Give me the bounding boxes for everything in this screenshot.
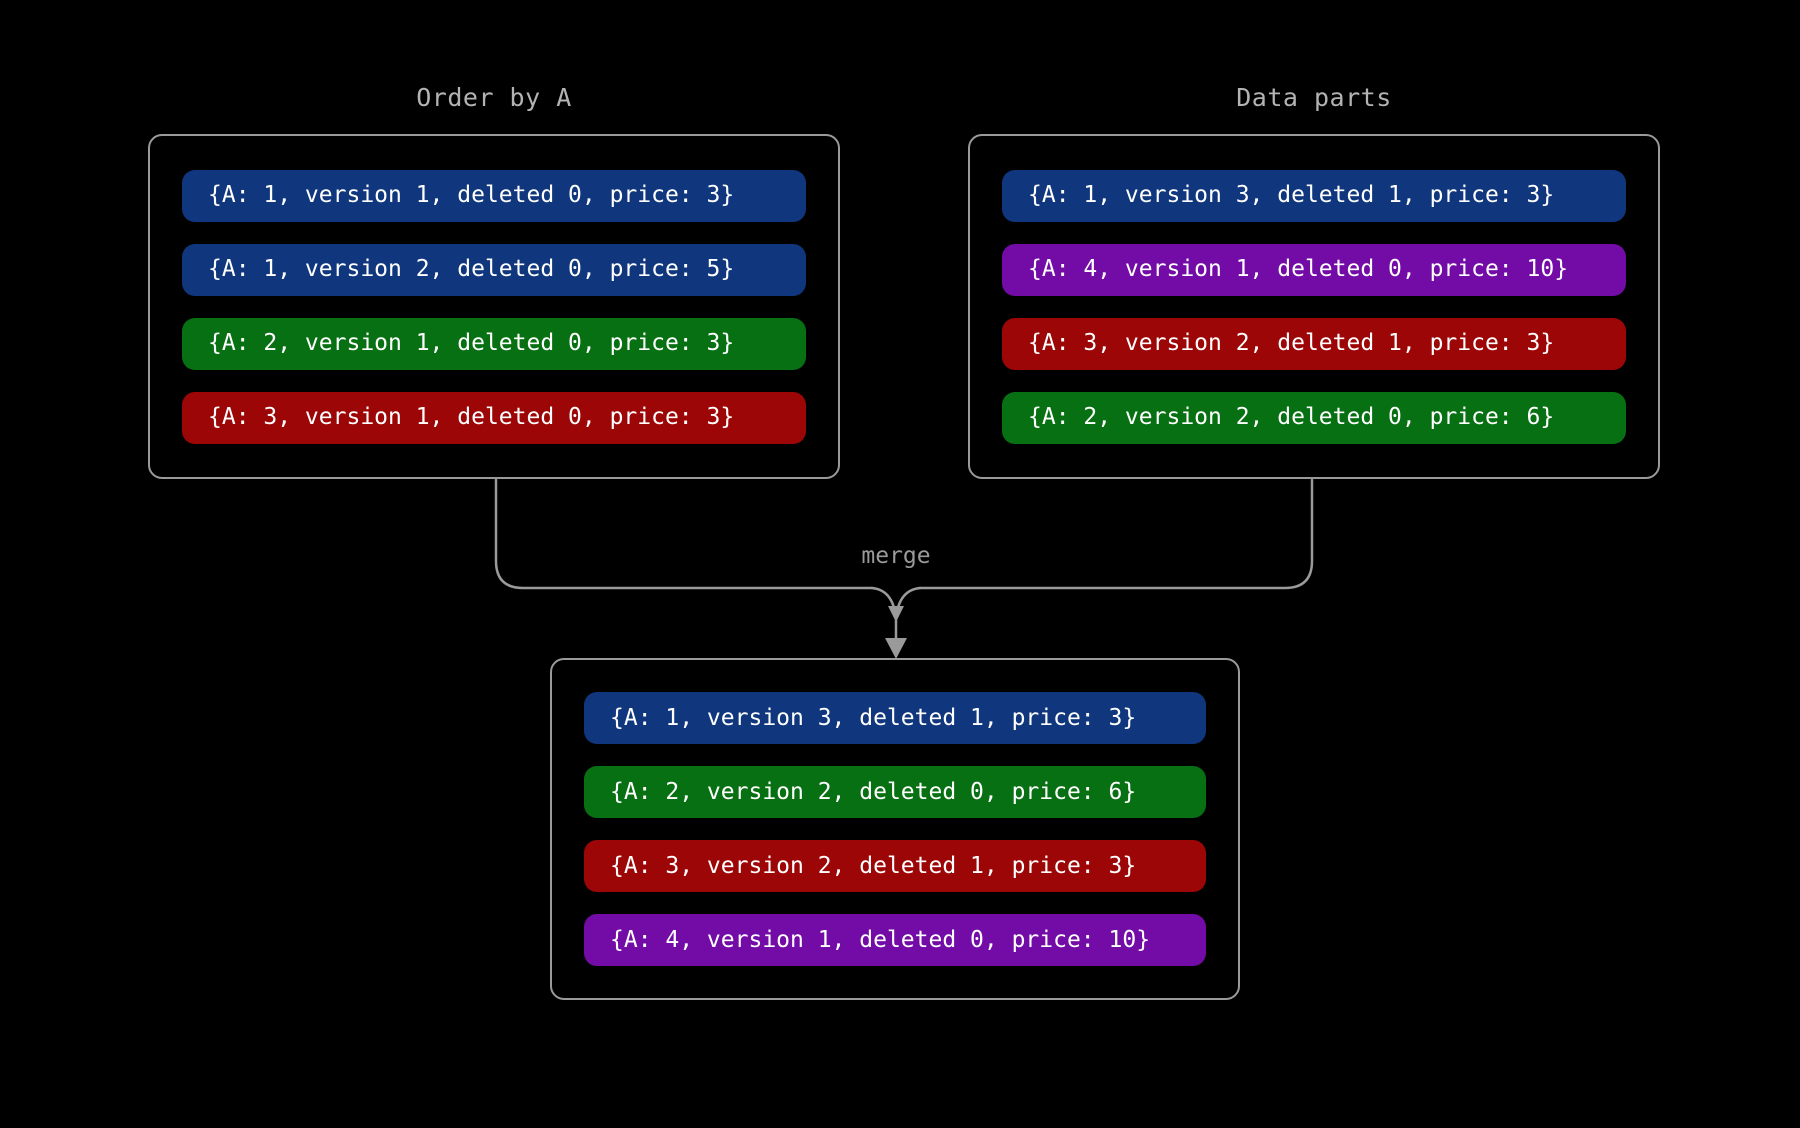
connector-funnel-left (870, 586, 898, 620)
row-item[interactable]: {A: 2, version 1, deleted 0, price: 3} (182, 317, 806, 370)
row-item[interactable]: {A: 1, version 3, deleted 1, price: 3} (1002, 169, 1626, 222)
connector-path-right (918, 478, 1314, 590)
row-item[interactable]: {A: 3, version 2, deleted 1, price: 3} (584, 840, 1206, 892)
row-item[interactable]: {A: 4, version 1, deleted 0, price: 10} (584, 914, 1206, 966)
panel-title-order-by-a: Order by A (416, 83, 572, 112)
row-item[interactable]: {A: 4, version 1, deleted 0, price: 10} (1002, 243, 1626, 296)
row-item[interactable]: {A: 2, version 2, deleted 0, price: 6} (584, 766, 1206, 818)
panel-data-parts: {A: 1, version 3, deleted 1, price: 3} {… (968, 134, 1660, 479)
connector-funnel-right (894, 586, 922, 620)
panel-merged-result: {A: 1, version 3, deleted 1, price: 3} {… (550, 658, 1240, 1000)
row-item[interactable]: {A: 3, version 1, deleted 0, price: 3} (182, 391, 806, 444)
row-item[interactable]: {A: 1, version 2, deleted 0, price: 5} (182, 243, 806, 296)
row-item[interactable]: {A: 3, version 2, deleted 1, price: 3} (1002, 317, 1626, 370)
panel-title-data-parts: Data parts (1236, 83, 1392, 112)
row-item[interactable]: {A: 2, version 2, deleted 0, price: 6} (1002, 391, 1626, 444)
connector-path-left (494, 478, 874, 590)
panel-order-by-a: {A: 1, version 1, deleted 0, price: 3} {… (148, 134, 840, 479)
row-list-data-parts: {A: 1, version 3, deleted 1, price: 3} {… (970, 169, 1658, 444)
merge-label: merge (861, 543, 931, 569)
funnel-chevron-icon (888, 606, 904, 622)
row-list-merged: {A: 1, version 3, deleted 1, price: 3} {… (552, 692, 1238, 966)
arrow-down-icon (885, 638, 907, 659)
row-item[interactable]: {A: 1, version 3, deleted 1, price: 3} (584, 692, 1206, 744)
row-list-order-by-a: {A: 1, version 1, deleted 0, price: 3} {… (150, 169, 838, 444)
row-item[interactable]: {A: 1, version 1, deleted 0, price: 3} (182, 169, 806, 222)
